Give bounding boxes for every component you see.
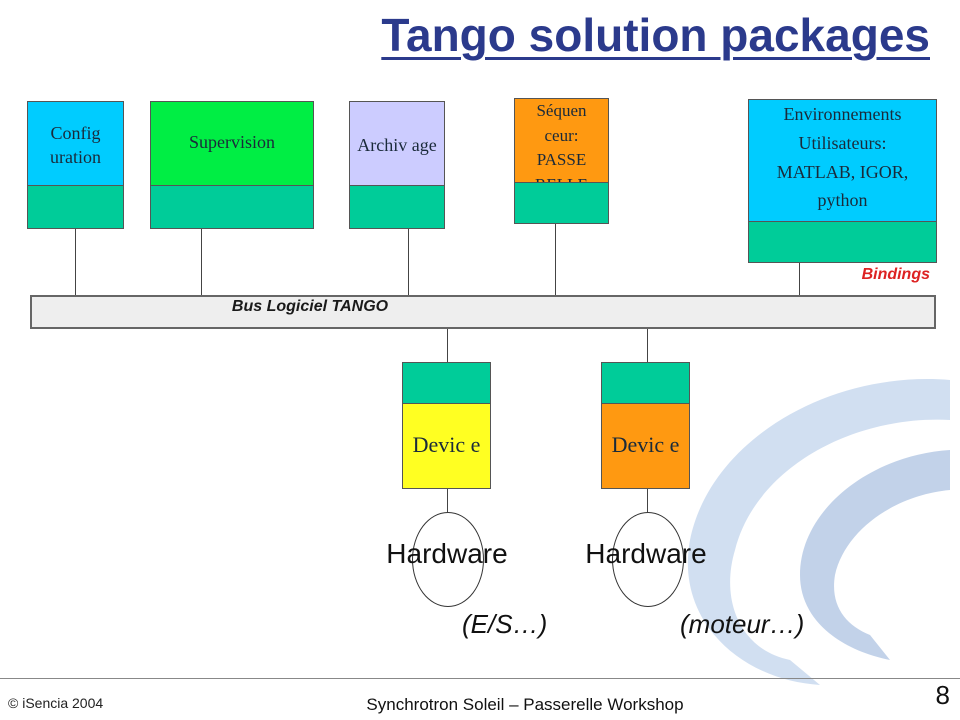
connector-sequenceur [555, 224, 556, 295]
page-number: 8 [935, 680, 950, 710]
footer-title: Synchrotron Soleil – Passerelle Workshop [366, 695, 684, 714]
connector-supervision [201, 229, 202, 295]
package-supervision-binding [151, 185, 313, 228]
package-archivage-binding [350, 185, 444, 228]
package-environnements-label: Environnements Utilisateurs: MATLAB, IGO… [749, 100, 936, 224]
tango-bus-label: Bus Logiciel TANGO [231, 298, 389, 315]
package-configuration-label: Config uration [28, 102, 123, 188]
package-environnements: Environnements Utilisateurs: MATLAB, IGO… [748, 99, 937, 263]
device-1-label: Devic e [412, 432, 481, 458]
device-2-binding [602, 363, 689, 404]
isencia-logo-watermark [687, 379, 950, 685]
device-1: Devic e [402, 362, 491, 489]
device-1-binding [403, 363, 490, 404]
package-sequenceur-binding [515, 182, 608, 223]
bindings-label: Bindings [861, 266, 930, 283]
hardware-2-circle [612, 512, 684, 607]
connector-hardware-1 [447, 489, 448, 512]
connector-environnements [799, 263, 800, 295]
connector-hardware-2 [647, 489, 648, 512]
tango-bus [30, 295, 936, 329]
package-configuration-binding [28, 185, 123, 228]
connector-archivage [408, 229, 409, 295]
device-2: Devic e [601, 362, 690, 489]
hardware-2-sublabel: (moteur…) [680, 609, 805, 639]
package-archivage: Archiv age [349, 101, 445, 229]
package-sequenceur-label: Séquen ceur: PASSE RELLE [515, 99, 608, 185]
hardware-1-sublabel: (E/S…) [462, 609, 548, 639]
connector-configuration [75, 229, 76, 295]
package-configuration: Config uration [27, 101, 124, 229]
package-environnements-binding [749, 221, 936, 262]
hardware-1-label: Hardware [386, 538, 508, 569]
device-2-label: Devic e [611, 432, 680, 458]
footer-divider [0, 678, 960, 679]
package-supervision-label: Supervision [151, 102, 313, 188]
page-title: Tango solution packages [381, 9, 930, 61]
hardware-2-label: Hardware [585, 538, 707, 569]
footer-copyright: © iSencia 2004 [8, 695, 104, 711]
connector-device-1 [447, 329, 448, 362]
hardware-1-circle [412, 512, 484, 607]
package-sequenceur: Séquen ceur: PASSE RELLE [514, 98, 609, 224]
package-archivage-label: Archiv age [350, 102, 444, 188]
package-supervision: Supervision [150, 101, 314, 229]
connector-device-2 [647, 329, 648, 362]
